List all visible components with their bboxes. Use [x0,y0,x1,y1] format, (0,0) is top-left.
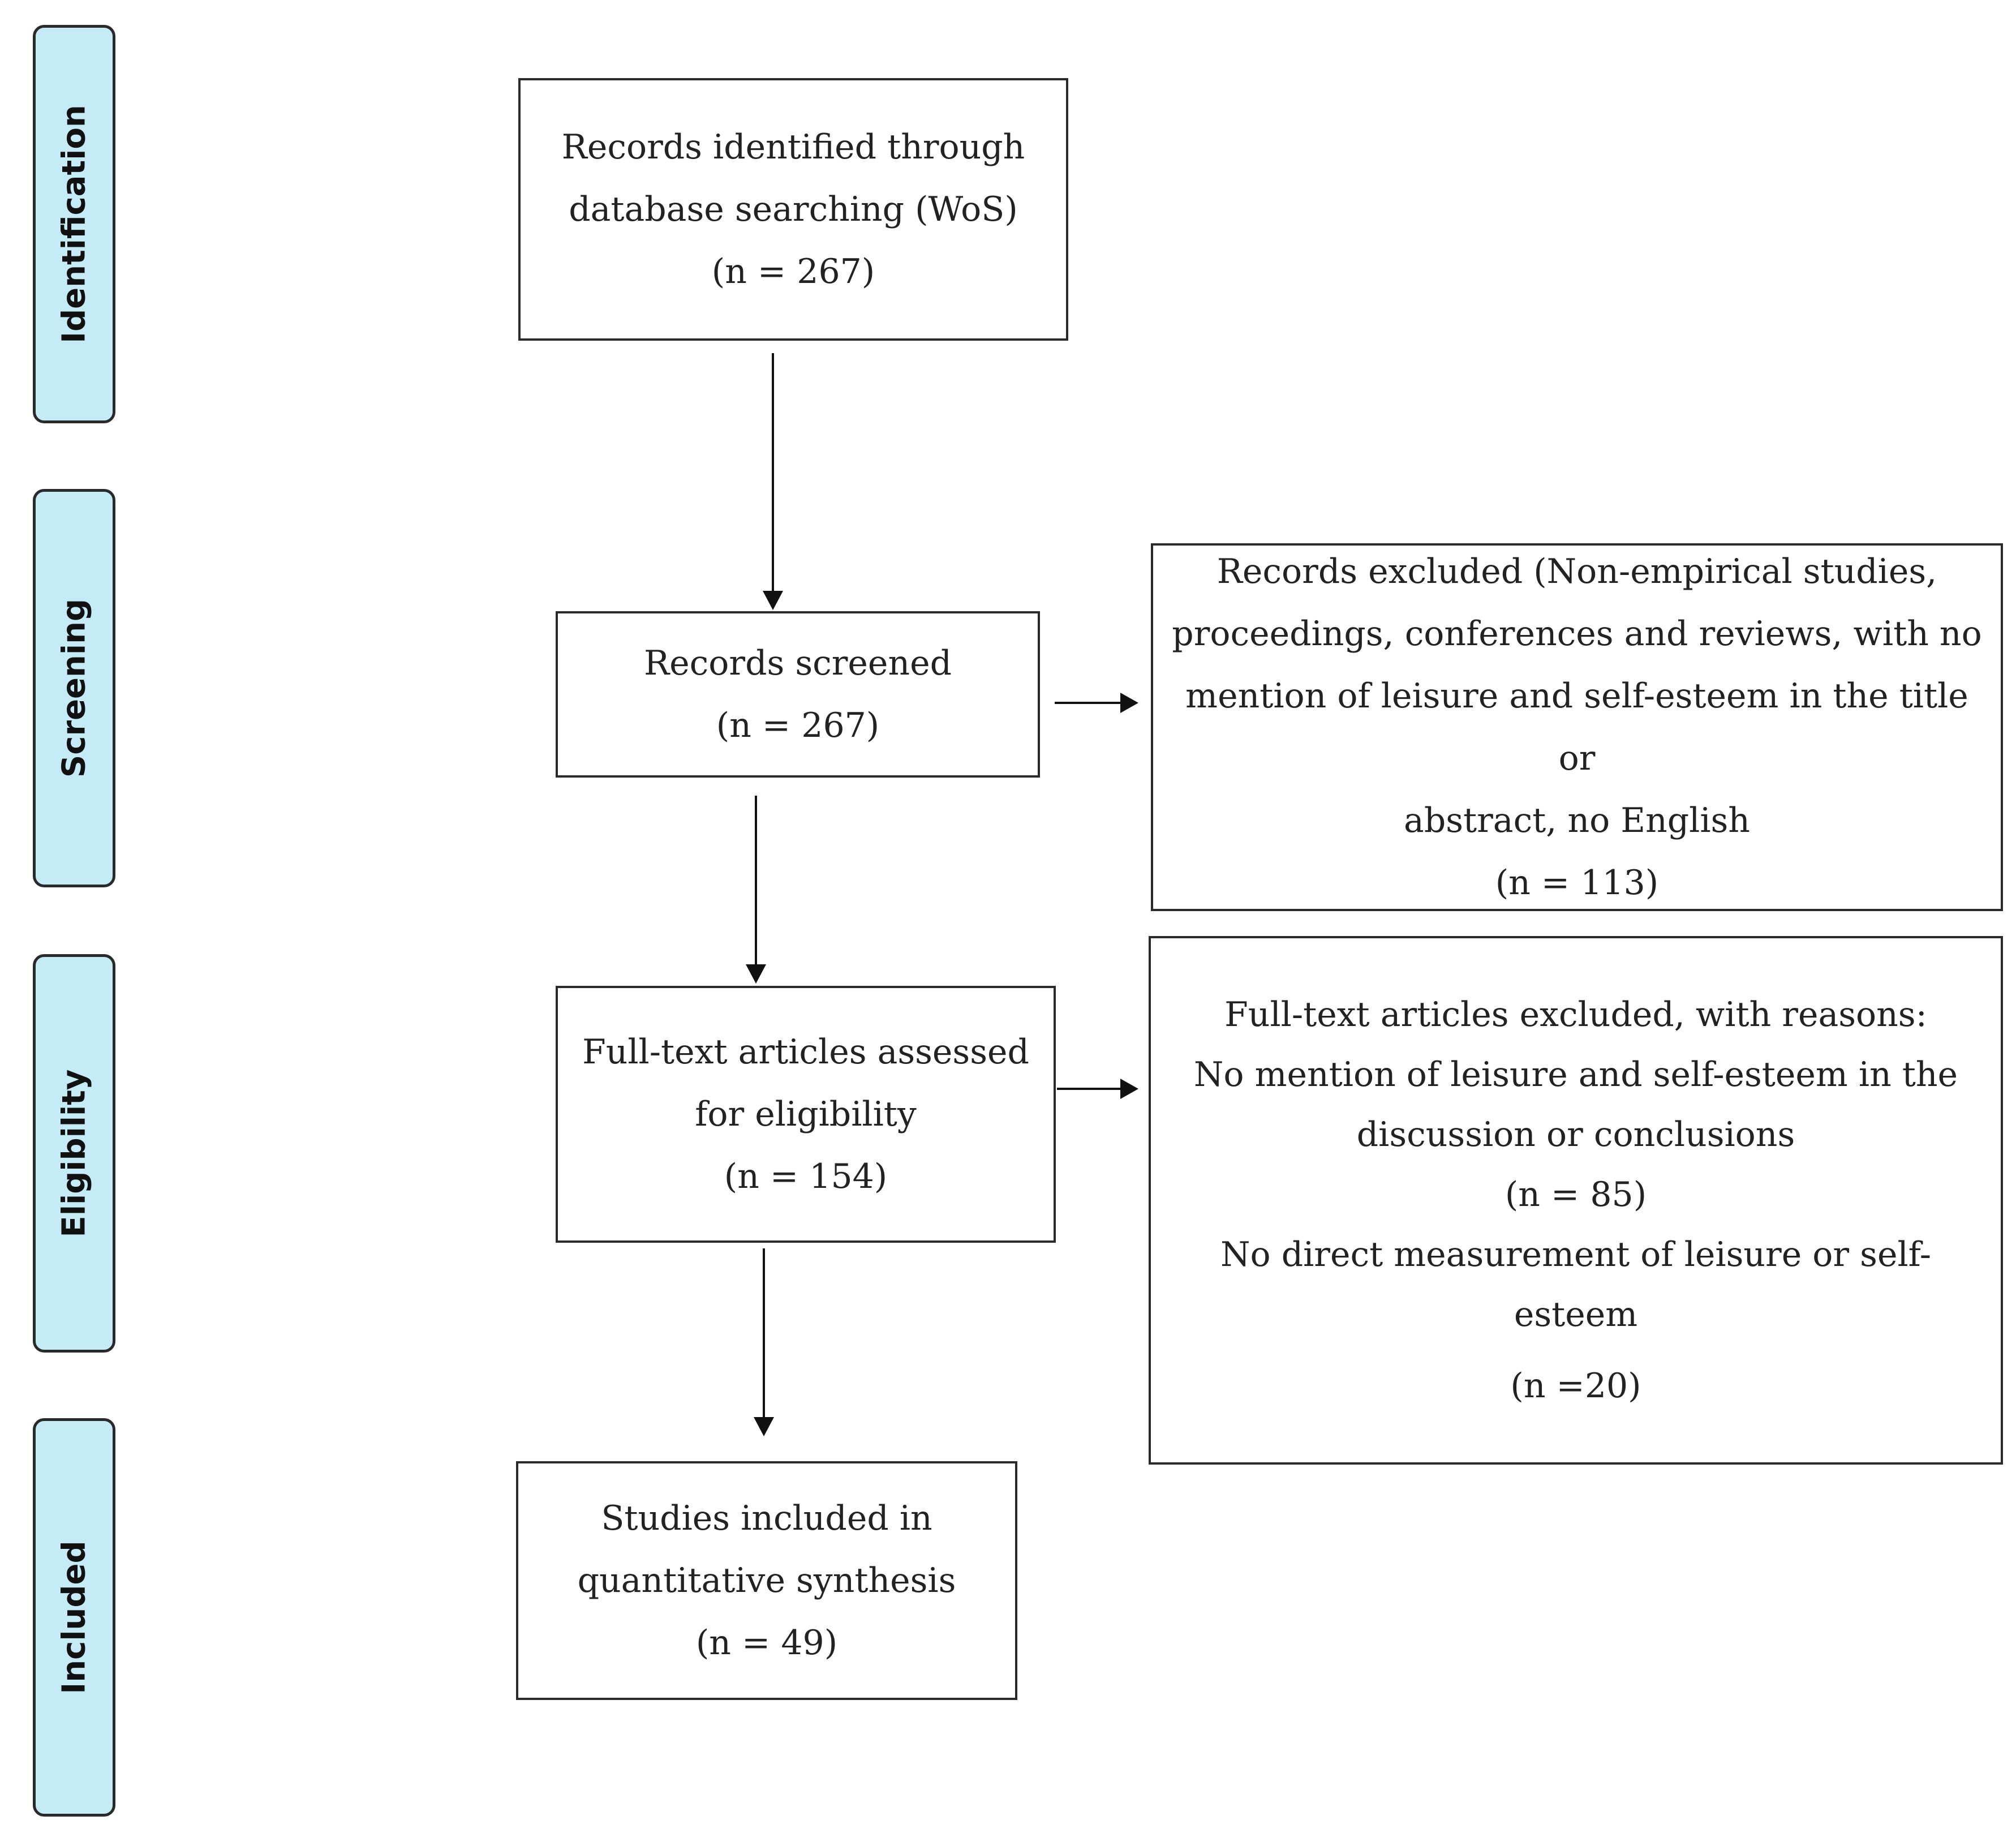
fulltext-assessed-count: (n = 154) [724,1157,888,1196]
records-screened-box: Records screened (n = 267) [556,611,1040,778]
arrow-assessed-to-included [754,1248,774,1436]
fulltext-excluded-reason1-line2: discussion or conclusions [1356,1115,1795,1154]
fulltext-excluded-box: Full-text articles excluded, with reason… [1149,936,2003,1465]
records-excluded-box: Records excluded (Non-empirical studies,… [1151,543,2003,911]
arrow-screened-to-assessed [746,796,766,984]
records-excluded-line2: proceedings, conferences and reviews, wi… [1172,614,1982,654]
fulltext-assessed-box: Full-text articles assessed for eligibil… [556,986,1056,1243]
records-screened-line1: Records screened [643,643,952,683]
records-excluded-line3: mention of leisure and self-esteem in th… [1185,676,1968,778]
phase-eligibility-label: Eligibility [55,1069,93,1238]
phase-screening: Screening [33,489,115,887]
fulltext-excluded-reason2-line1: No direct measurement of leisure or self… [1220,1235,1931,1274]
records-excluded-count: (n = 113) [1495,863,1659,903]
fulltext-assessed-line1: Full-text articles assessed [582,1032,1029,1072]
records-screened-count: (n = 267) [716,706,880,745]
fulltext-assessed-line2: for eligibility [695,1094,917,1134]
records-excluded-line1: Records excluded (Non-empirical studies, [1217,552,1937,591]
studies-included-box: Studies included in quantitative synthes… [516,1461,1017,1700]
records-identified-line2: database searching (WoS) [569,190,1018,229]
records-excluded-line4: abstract, no English [1404,801,1750,840]
arrow-screened-to-excluded [1055,693,1138,713]
studies-included-line1: Studies included in [601,1499,932,1538]
records-identified-box: Records identified through database sear… [518,78,1068,341]
fulltext-excluded-reason2-count: (n =20) [1510,1366,1641,1406]
fulltext-excluded-reason1-line1: No mention of leisure and self-esteem in… [1193,1055,1958,1094]
phase-eligibility: Eligibility [33,954,115,1353]
records-identified-count: (n = 267) [711,252,875,291]
arrow-assessed-to-fulltext-excluded [1057,1079,1138,1099]
phase-included-label: Included [55,1540,93,1694]
fulltext-excluded-heading: Full-text articles excluded, with reason… [1224,995,1927,1034]
phase-screening-label: Screening [55,598,93,778]
fulltext-excluded-reason2-line2: esteem [1514,1295,1638,1334]
arrow-identified-to-screened [763,353,783,610]
studies-included-count: (n = 49) [695,1623,838,1663]
studies-included-line2: quantitative synthesis [577,1561,956,1600]
phase-identification: Identification [33,25,115,423]
fulltext-excluded-reason1-count: (n = 85) [1505,1175,1647,1214]
records-identified-line1: Records identified through [561,127,1025,167]
phase-identification-label: Identification [55,105,93,344]
phase-included: Included [33,1418,115,1817]
